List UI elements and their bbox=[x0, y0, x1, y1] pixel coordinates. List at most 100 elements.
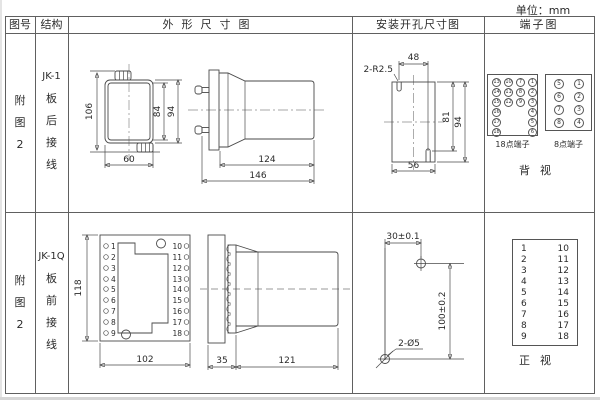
wiring-jk1q: 板前接线 bbox=[46, 271, 57, 351]
pin-label: 6 bbox=[111, 296, 116, 305]
terminal-pin: 4 bbox=[574, 118, 584, 128]
unit-label: 单位：mm bbox=[515, 4, 571, 17]
terminal-number: 6 bbox=[521, 298, 527, 309]
terminal-pin: 18 bbox=[492, 128, 501, 137]
header-fig-no: 图号 bbox=[9, 18, 31, 31]
table-right-border bbox=[594, 16, 595, 394]
terminal-number: 15 bbox=[557, 298, 569, 309]
terminal-number: 11 bbox=[557, 254, 569, 265]
slot-radius-label: 2-R2.5 bbox=[363, 65, 393, 75]
dim-label-60: 60 bbox=[123, 155, 135, 165]
dim-label-48: 48 bbox=[408, 53, 420, 63]
jk1q-front-view: 1 2 3 4 5 6 7 8 9 10 11 12 13 14 15 16 1… bbox=[74, 235, 190, 368]
col-divider-2 bbox=[68, 16, 69, 394]
terminal-number: 2 bbox=[521, 254, 527, 265]
scan-edge-left bbox=[0, 0, 2, 400]
jk1q-mounting-hole-drawing: 30±0.1 100±0.2 2-Ø5 bbox=[375, 232, 464, 369]
terminal-pin: 6 bbox=[554, 92, 564, 102]
terminal-pin: 5 bbox=[528, 118, 537, 127]
jk1-mounting-hole-drawing: 48 2-R2.5 81 94 56 bbox=[363, 53, 469, 174]
header-mounting: 安装开孔尺寸图 bbox=[376, 18, 460, 31]
terminal-pin: 7 bbox=[554, 105, 564, 115]
dim-label-56: 56 bbox=[408, 161, 420, 171]
jk1-mounting-view: 48 2-R2.5 81 94 56 bbox=[363, 53, 469, 174]
header-bottom-border bbox=[5, 33, 594, 34]
terminal-18pt-box: 13 14 15 16 17 18 10 11 12 7 8 9 1 2 3 4… bbox=[487, 74, 538, 137]
pin-label: 10 bbox=[172, 242, 182, 251]
dim-label-94b: 94 bbox=[454, 116, 464, 128]
table-top-border bbox=[5, 16, 594, 17]
pin-label: 16 bbox=[172, 307, 182, 316]
terminal-pin: 6 bbox=[528, 128, 537, 137]
jk1-side-view: 124 146 bbox=[188, 69, 326, 184]
terminal-number: 4 bbox=[521, 276, 527, 287]
terminal-pin: 8 bbox=[516, 88, 525, 97]
jk1q-side-view: 35 121 bbox=[200, 234, 350, 370]
terminal-pin: 16 bbox=[492, 108, 501, 117]
header-structure: 结构 bbox=[40, 18, 63, 31]
terminal-pin: 3 bbox=[528, 98, 537, 107]
col-divider-4 bbox=[484, 16, 485, 394]
terminal-pin: 14 bbox=[492, 88, 501, 97]
dim-label-146: 146 bbox=[249, 171, 266, 181]
cell-fig-row1: 附图2 bbox=[5, 33, 35, 212]
terminal-number: 7 bbox=[521, 309, 527, 320]
model-jk1q: JK-1Q bbox=[38, 250, 65, 262]
dim-label-106: 106 bbox=[85, 103, 95, 120]
pin-label: 5 bbox=[111, 285, 116, 294]
front-view-label: 正视 bbox=[519, 354, 561, 367]
terminal-pin: 4 bbox=[528, 108, 537, 117]
terminal-number: 9 bbox=[521, 331, 527, 342]
terminal-number: 12 bbox=[557, 265, 569, 276]
terminal-pin: 3 bbox=[574, 105, 584, 115]
terminal-pin: 7 bbox=[516, 78, 525, 87]
terminal-number: 16 bbox=[557, 309, 569, 320]
pin-label: 9 bbox=[111, 329, 116, 338]
jk1q-outline-drawing: 1 2 3 4 5 6 7 8 9 10 11 12 13 14 15 16 1… bbox=[74, 212, 350, 370]
jk1q-mounting-view: 30±0.1 100±0.2 2-Ø5 bbox=[375, 232, 464, 369]
table-left-border bbox=[5, 16, 6, 394]
header-outline: 外形尺寸图 bbox=[162, 18, 258, 31]
dim-label-121: 121 bbox=[278, 356, 295, 366]
pin-label: 8 bbox=[111, 318, 116, 327]
terminal-pin: 12 bbox=[504, 98, 513, 107]
terminal-pin: 13 bbox=[492, 78, 501, 87]
terminal-18pt-label: 18点端子 bbox=[495, 140, 530, 149]
terminal-pin: 1 bbox=[528, 78, 537, 87]
pin-label: 15 bbox=[172, 296, 182, 305]
scan-edge-bottom bbox=[0, 397, 600, 400]
fig-no-row2: 附图2 bbox=[14, 273, 26, 331]
wiring-jk1: 板后接线 bbox=[46, 91, 57, 171]
pin-label: 2 bbox=[111, 253, 116, 262]
col-divider-3 bbox=[352, 16, 353, 394]
cell-fig-row2: 附图2 bbox=[5, 212, 35, 393]
terminal-pin: 9 bbox=[516, 98, 525, 107]
header-terminal: 端子图 bbox=[519, 18, 559, 31]
terminal-pin: 10 bbox=[504, 78, 513, 87]
hole-diameter-label: 2-Ø5 bbox=[398, 338, 420, 349]
terminal-8pt-box: 5 6 7 8 1 2 3 4 bbox=[545, 74, 592, 131]
terminal-number: 3 bbox=[521, 265, 527, 276]
terminal-number: 14 bbox=[557, 287, 569, 298]
table-bottom-border bbox=[5, 393, 594, 394]
terminal-pin: 11 bbox=[504, 88, 513, 97]
cell-structure-row1: JK-1 板后接线 bbox=[35, 33, 68, 212]
col-divider-1 bbox=[35, 16, 36, 394]
pin-label: 11 bbox=[172, 253, 182, 262]
terminal-number: 13 bbox=[557, 276, 569, 287]
row-divider bbox=[5, 212, 594, 213]
pin-label: 7 bbox=[111, 307, 116, 316]
dim-label-84: 84 bbox=[153, 106, 163, 118]
terminal-pin: 1 bbox=[574, 79, 584, 89]
pin-label: 1 bbox=[111, 242, 116, 251]
jk1-front-view: 106 84 94 60 bbox=[85, 64, 182, 168]
terminal-number: 17 bbox=[557, 320, 569, 331]
terminal-pin: 2 bbox=[574, 92, 584, 102]
terminal-pin: 17 bbox=[492, 118, 501, 127]
rear-view-label: 背视 bbox=[519, 164, 561, 177]
terminal-number: 1 bbox=[521, 243, 527, 254]
dim-label-100: 100±0.2 bbox=[438, 291, 448, 330]
terminal-number: 18 bbox=[557, 331, 569, 342]
dim-label-102: 102 bbox=[136, 355, 153, 365]
